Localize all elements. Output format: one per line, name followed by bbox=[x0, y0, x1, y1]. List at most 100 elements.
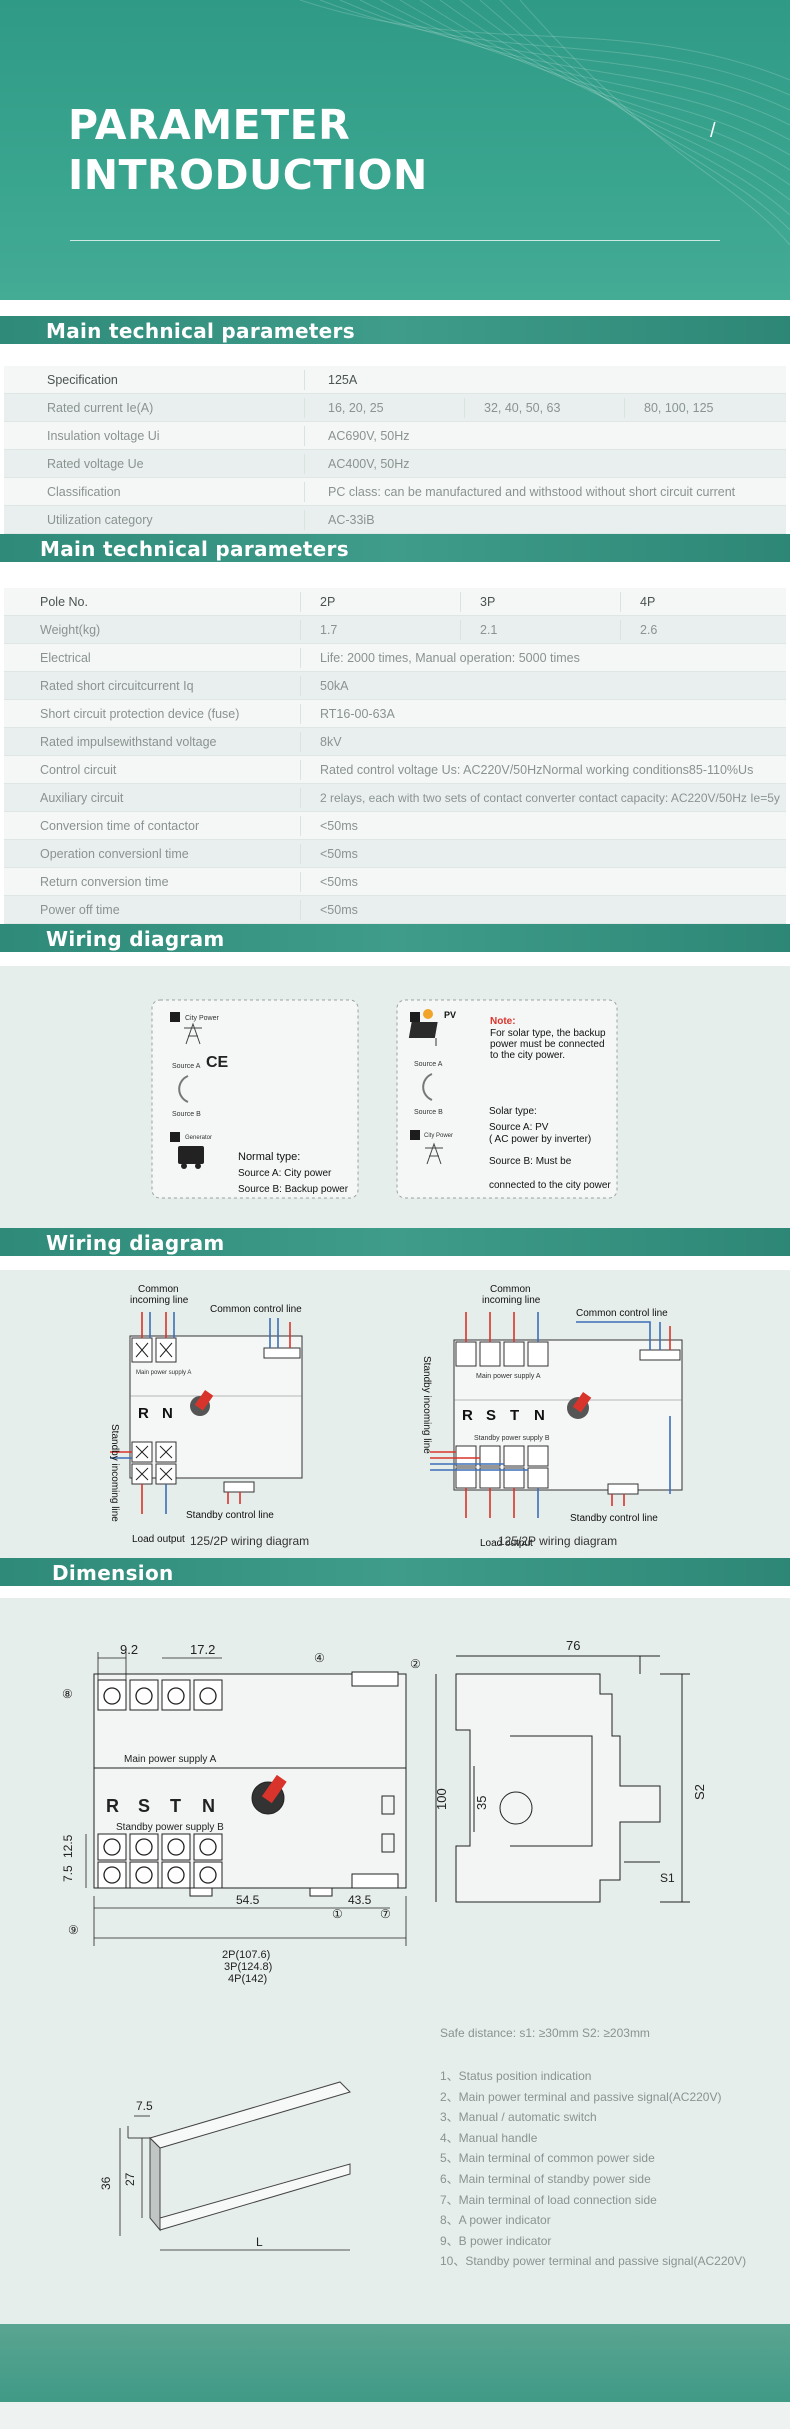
rail-dim-27: 27 bbox=[123, 2172, 137, 2186]
dim-43-5: 43.5 bbox=[348, 1893, 372, 1907]
source-a-desc-1: Source A: PV bbox=[489, 1122, 549, 1133]
common-control-label: Common control line bbox=[210, 1304, 302, 1315]
common-incoming-label-1: Common bbox=[138, 1284, 179, 1295]
dim-s2: S2 bbox=[692, 1784, 707, 1800]
side-view-drawing bbox=[435, 1655, 690, 1903]
legend-item: 4、Manual handle bbox=[440, 2130, 538, 2145]
legend-item: 10、Standby power terminal and passive si… bbox=[440, 2254, 747, 2269]
section-header-main-params-2: Main technical parameters bbox=[0, 534, 790, 562]
dimension-section: Main power supply A R S T N Standby powe… bbox=[0, 1586, 790, 2324]
wave-lines-decoration bbox=[299, 0, 790, 246]
callout-7: ⑦ bbox=[380, 1907, 391, 1921]
hero-slash: / bbox=[710, 120, 716, 142]
section-title: Dimension bbox=[52, 1561, 174, 1585]
legend-item: 3、Manual / automatic switch bbox=[440, 2110, 597, 2125]
dim-width-3p: 3P(124.8) bbox=[224, 1961, 272, 1973]
table-row: Auxiliary circuit 2 relays, each with tw… bbox=[4, 784, 786, 812]
generator-label: Generator bbox=[185, 1135, 212, 1141]
source-a-label: Source A bbox=[414, 1061, 443, 1068]
standby-incoming-label: Standby incoming line bbox=[421, 1356, 432, 1454]
hero-banner: PARAMETER INTRODUCTION / bbox=[0, 0, 790, 300]
control-terminal-top bbox=[639, 1349, 681, 1361]
row-key: Insulation voltage Ui bbox=[47, 429, 160, 443]
row-value: AC690V, 50Hz bbox=[328, 429, 410, 443]
source-a-desc: Source A: City power bbox=[238, 1168, 332, 1179]
row-value: 8kV bbox=[320, 735, 342, 749]
dim-100: 100 bbox=[434, 1788, 449, 1810]
section-header-wiring-2: Wiring diagram bbox=[0, 1228, 790, 1256]
rail-dim-l: L bbox=[256, 2235, 263, 2249]
table-row: Rated current Ie(A) 16, 20, 25 32, 40, 5… bbox=[4, 394, 786, 422]
source-b-desc-2: connected to the city power bbox=[489, 1180, 611, 1191]
legend-item: 2、Main power terminal and passive signal… bbox=[440, 2089, 722, 2104]
row-value: <50ms bbox=[320, 847, 358, 861]
row-value-2: 2.1 bbox=[480, 623, 498, 637]
dim-width-2p: 2P(107.6) bbox=[222, 1949, 270, 1961]
standby-incoming-label: Standby incoming line bbox=[109, 1424, 120, 1522]
row-key: Pole No. bbox=[40, 595, 88, 609]
table-row: Rated voltage Ue AC400V, 50Hz bbox=[4, 450, 786, 478]
dim-width-4p: 4P(142) bbox=[228, 1973, 267, 1985]
wiring-diagram-2p: Common incoming line Common control line… bbox=[109, 1284, 303, 1545]
table-row: Classification PC class: can be manufact… bbox=[4, 478, 786, 506]
section-title: Main technical parameters bbox=[46, 319, 355, 343]
power-tower-icon bbox=[184, 1022, 202, 1045]
note-heading: Note: bbox=[490, 1016, 516, 1027]
table-row: Conversion time of contactor <50ms bbox=[4, 812, 786, 840]
standby-supply-label: Standby power supply B bbox=[474, 1435, 550, 1442]
main-supply-label: Main power supply A bbox=[124, 1754, 217, 1765]
source-a-label: Source A bbox=[172, 1063, 201, 1070]
solar-panel-icon bbox=[408, 1009, 438, 1046]
row-key: Power off time bbox=[40, 903, 120, 917]
phase-s: S bbox=[486, 1407, 496, 1424]
page-title-line1: PARAMETER bbox=[68, 101, 351, 149]
phase-t: T bbox=[510, 1407, 519, 1424]
section-header-main-params-1: Main technical parameters bbox=[0, 316, 790, 344]
table-row: Short circuit protection device (fuse) R… bbox=[4, 700, 786, 728]
solar-type-card bbox=[396, 999, 618, 1199]
dim-12-5: 12.5 bbox=[61, 1834, 75, 1858]
row-value-3: 4P bbox=[640, 595, 656, 609]
params-table-2: Pole No. 2P 3P 4P Weight(kg) 1.7 2.1 2.6… bbox=[0, 562, 790, 924]
phase-r: R bbox=[106, 1796, 119, 1816]
row-key: Operation conversionl time bbox=[40, 847, 189, 861]
section-header-wiring-1: Wiring diagram bbox=[0, 924, 790, 952]
row-value-1: 2P bbox=[320, 595, 336, 609]
note-line-1: For solar type, the backup bbox=[490, 1028, 606, 1039]
callout-9: ⑨ bbox=[68, 1923, 79, 1937]
table-row: Operation conversionl time <50ms bbox=[4, 840, 786, 868]
page-title: PARAMETER INTRODUCTION bbox=[68, 100, 428, 200]
table-row: Insulation voltage Ui AC690V, 50Hz bbox=[4, 422, 786, 450]
dim-9-2: 9.2 bbox=[120, 1642, 138, 1657]
normal-type-heading: Normal type: bbox=[238, 1151, 300, 1163]
params-table-1: Specification 125A Rated current Ie(A) 1… bbox=[0, 344, 790, 534]
legend-item: 7、Main terminal of load connection side bbox=[440, 2192, 657, 2207]
phase-n: N bbox=[202, 1796, 215, 1816]
table-row: Utilization category AC-33iB bbox=[4, 506, 786, 534]
row-key: Classification bbox=[47, 485, 121, 499]
row-key: Utilization category bbox=[47, 513, 153, 527]
legend-item: 8、A power indicator bbox=[440, 2213, 551, 2228]
row-value: 2 relays, each with two sets of contact … bbox=[320, 791, 780, 805]
row-key: Rated impulsewithstand voltage bbox=[40, 735, 217, 749]
wiring-diagrams-section: Common incoming line Common control line… bbox=[0, 1256, 790, 1558]
component-legend: 1、Status position indication 2、Main powe… bbox=[440, 2066, 746, 2272]
legend-item: 9、B power indicator bbox=[440, 2233, 552, 2248]
row-key: Return conversion time bbox=[40, 875, 169, 889]
rail-dim-36: 36 bbox=[99, 2176, 113, 2190]
table-row: Specification 125A bbox=[4, 366, 786, 394]
table-row: Power off time <50ms bbox=[4, 896, 786, 924]
row-value-3: 2.6 bbox=[640, 623, 658, 637]
front-view-drawing bbox=[93, 1671, 407, 1897]
table-row: Control circuit Rated control voltage Us… bbox=[4, 756, 786, 784]
wiring-diagram-4p: Common incoming line Common control line… bbox=[421, 1284, 683, 1549]
row-value-2: 32, 40, 50, 63 bbox=[484, 401, 561, 415]
callout-2: ② bbox=[410, 1657, 421, 1671]
common-control-label: Common control line bbox=[576, 1308, 668, 1319]
control-terminal-bottom bbox=[607, 1483, 639, 1495]
row-value: <50ms bbox=[320, 875, 358, 889]
row-key: Conversion time of contactor bbox=[40, 819, 200, 833]
note-line-2: power must be connected bbox=[490, 1039, 605, 1050]
row-value: AC-33iB bbox=[328, 513, 375, 527]
common-incoming-label-2: incoming line bbox=[482, 1295, 541, 1306]
